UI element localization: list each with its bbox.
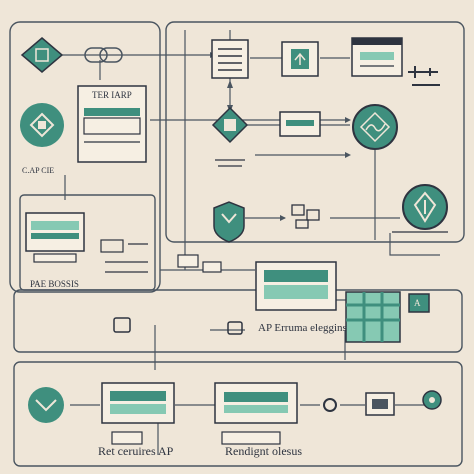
bottom-window-right <box>214 382 298 445</box>
connector-line <box>389 233 440 256</box>
frame-bottom <box>13 361 463 467</box>
label-box <box>77 85 147 163</box>
device-icon <box>113 317 243 335</box>
chain-link-icon <box>84 47 123 63</box>
connector-icon <box>408 66 440 86</box>
diamond-chip-icon <box>20 37 64 73</box>
app-window-icon <box>281 41 319 77</box>
frame-top-left <box>9 21 161 293</box>
left-panel-screen <box>25 212 85 263</box>
arrowhead <box>280 215 286 221</box>
arrowhead <box>227 80 233 88</box>
frame-top-right <box>165 21 465 243</box>
bottom-circle-icon <box>28 387 64 423</box>
frame-middle <box>13 289 463 353</box>
arrowhead <box>345 152 351 158</box>
central-node-icon <box>211 106 249 144</box>
shield-icon <box>213 201 245 243</box>
middle-row-label: AP Erruma eleggins <box>258 322 347 334</box>
frame-inner-left <box>19 194 156 291</box>
document-list-icon <box>211 39 249 79</box>
circuit-icon <box>291 204 320 229</box>
node-caption: C.AP CIE <box>22 166 55 175</box>
middle-window <box>255 261 337 311</box>
gears-icon <box>323 390 442 416</box>
top-left-box-label: TER IARP <box>92 90 132 100</box>
hex-node-icon <box>402 184 448 230</box>
arrowhead <box>345 117 351 123</box>
bottom-right-label: Rendignt olesus <box>225 444 302 458</box>
screen-icon <box>279 111 321 137</box>
grid-icon <box>345 291 430 343</box>
bottom-left-label: Ret ceruires AP <box>98 444 174 458</box>
small-label-a: A <box>414 298 421 308</box>
monitor-window-icon <box>351 37 403 77</box>
left-panel-label: PAE BOSSIS <box>30 279 79 289</box>
circle-wave-icon <box>352 104 398 150</box>
small-boxes <box>177 254 222 273</box>
circle-chip-icon <box>20 103 64 147</box>
list-lines <box>100 239 148 273</box>
bottom-window-left <box>101 382 175 445</box>
